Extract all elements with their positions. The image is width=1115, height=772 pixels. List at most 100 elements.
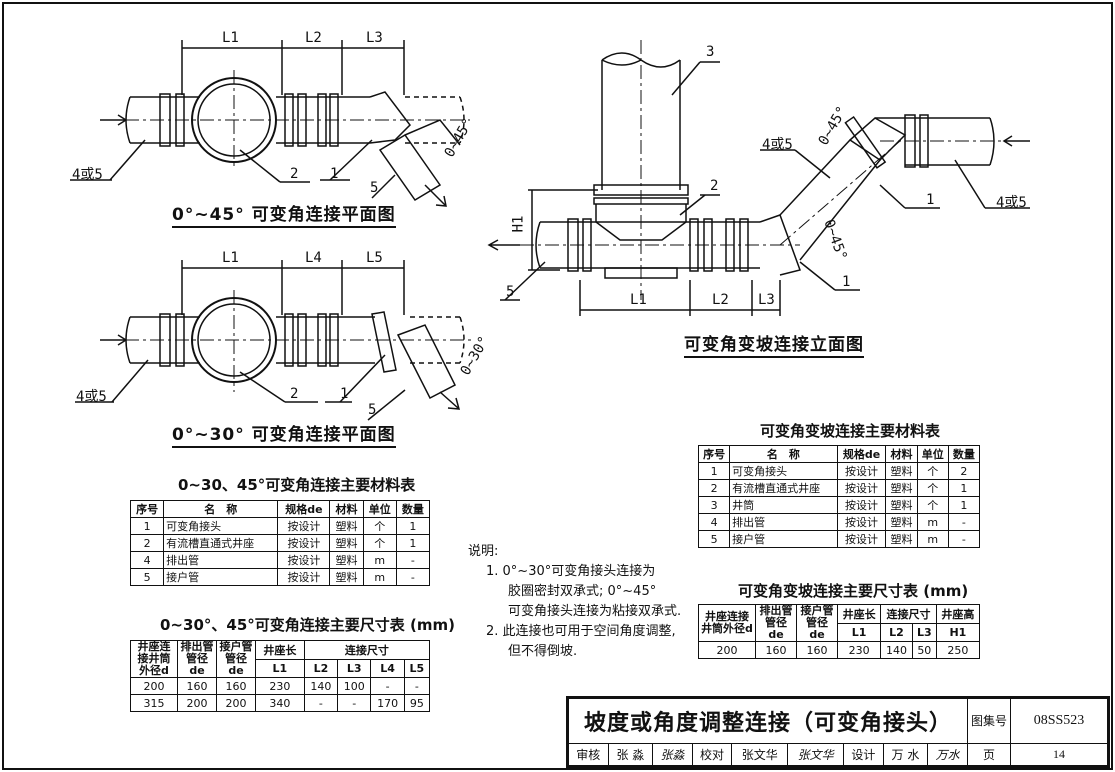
cell: 340 xyxy=(255,694,305,712)
cell: 塑料 xyxy=(885,513,918,531)
label-2-45: 2 xyxy=(290,166,299,182)
table-row: 315 200 200 340 - - 170 95 xyxy=(130,694,431,712)
cell: - xyxy=(370,677,405,695)
table-row: 1 可变角接头 按设计 塑料 个 2 xyxy=(697,462,981,480)
label-4or5-elev-left: 4或5 xyxy=(762,137,793,153)
dim-l1-45: L1 xyxy=(222,30,239,46)
table-row: 4 排出管 按设计 塑料 m - xyxy=(129,551,431,569)
label-5-elev: 5 xyxy=(506,284,515,300)
cell: - xyxy=(947,530,981,548)
col-header: 井座长 xyxy=(836,604,882,624)
cell: 100 xyxy=(337,677,372,695)
dim-l1-elev: L1 xyxy=(630,292,647,308)
col-header: 材料 xyxy=(329,500,364,518)
cell: 塑料 xyxy=(885,479,918,497)
elev-dimension-table-caption: 可变角变坡连接主要尺寸表 (mm) xyxy=(738,582,969,600)
col-header: 规格de xyxy=(836,445,887,463)
check-name: 张文华 xyxy=(731,742,789,767)
cell: - xyxy=(403,677,431,695)
cell: 1 xyxy=(395,517,431,535)
cell: 排出管 xyxy=(163,551,279,569)
cell: 按设计 xyxy=(836,513,887,531)
note-2b: 但不得倒坡. xyxy=(508,644,578,659)
dim-l2-elev: L2 xyxy=(712,292,729,308)
cell: - xyxy=(303,694,339,712)
cell: 个 xyxy=(362,534,397,552)
col-header: 单位 xyxy=(916,445,949,463)
small-dimension-table: 井座连接井筒外径d 排出管管径de 接户管管径de 井座长 连接尺寸 L1 L2… xyxy=(130,640,431,712)
label-1-45: 1 xyxy=(330,166,339,182)
col-header: 接户管管径de xyxy=(216,640,256,678)
cell: 160 xyxy=(216,677,256,695)
col-header: 名 称 xyxy=(163,500,279,518)
table-row: 200 160 160 230 140 50 250 xyxy=(698,641,981,659)
review-name: 张 淼 xyxy=(607,742,654,767)
table-row: 200 160 160 230 140 100 - - xyxy=(130,677,431,695)
cell: 200 xyxy=(130,677,178,695)
cell: 2 xyxy=(129,534,165,552)
label-4or5-30: 4或5 xyxy=(76,389,107,405)
cell: 230 xyxy=(255,677,305,695)
note-1b: 胶圈密封双承式; 0°~45° xyxy=(508,584,657,599)
note-1c: 可变角接头连接为粘接双承式. xyxy=(508,604,682,619)
col-header: 序号 xyxy=(129,500,165,518)
cell: 170 xyxy=(370,694,405,712)
table-row: 2 有流槽直通式井座 按设计 塑料 个 1 xyxy=(129,534,431,552)
col-header: 井座高 xyxy=(935,604,981,624)
dim-h1-elev: H1 xyxy=(510,215,527,233)
elev-dimension-table: 井座连接井筒外径d 排出管管径de 接户管管径de 井座长 连接尺寸 井座高 L… xyxy=(698,604,981,659)
cell: 塑料 xyxy=(885,530,918,548)
cell: 有流槽直通式井座 xyxy=(729,479,838,497)
col-subheader: L3 xyxy=(911,622,937,642)
table-row: 4 排出管 按设计 塑料 m - xyxy=(697,513,981,531)
col-header: 数量 xyxy=(947,445,981,463)
col-header: 序号 xyxy=(697,445,731,463)
cell: 230 xyxy=(836,641,882,659)
col-subheader: L2 xyxy=(303,658,339,678)
cell: 可变角接头 xyxy=(163,517,279,535)
design-signature: 万水 xyxy=(927,742,968,767)
dim-l3-45: L3 xyxy=(366,30,383,46)
cell: 200 xyxy=(177,694,217,712)
table-row: 2 有流槽直通式井座 按设计 塑料 个 1 xyxy=(697,479,981,497)
cell: 塑料 xyxy=(329,568,364,586)
cell: 按设计 xyxy=(836,496,887,514)
check-signature: 张文华 xyxy=(787,742,845,767)
col-header: 连接尺寸 xyxy=(880,604,937,624)
small-dimension-table-caption: 0~30°、45°可变角连接主要尺寸表 (mm) xyxy=(160,616,455,634)
cell: 5 xyxy=(129,568,165,586)
cell: 200 xyxy=(698,641,756,659)
table-row: 1 可变角接头 按设计 塑料 个 1 xyxy=(129,517,431,535)
page-label: 页 xyxy=(967,742,1011,767)
cell: 接户管 xyxy=(163,568,279,586)
plan-30-title: 0°~30° 可变角连接平面图 xyxy=(172,420,396,448)
label-5-45: 5 xyxy=(370,180,379,196)
cell: 1 xyxy=(697,462,731,480)
cell: 200 xyxy=(216,694,256,712)
label-3-elev: 3 xyxy=(706,44,715,60)
col-header: 排出管管径de xyxy=(177,640,217,678)
cell: 可变角接头 xyxy=(729,462,838,480)
col-subheader: L1 xyxy=(255,658,305,678)
cell: 个 xyxy=(916,462,949,480)
page-number: 14 xyxy=(1010,742,1108,767)
cell: - xyxy=(337,694,372,712)
cell: 排出管 xyxy=(729,513,838,531)
cell: m xyxy=(916,513,949,531)
cell: 按设计 xyxy=(277,551,331,569)
label-2-30: 2 xyxy=(290,386,299,402)
cell: - xyxy=(395,551,431,569)
dim-l5-30: L5 xyxy=(366,250,383,266)
drawing-title: 坡度或角度调整连接（可变角接头） xyxy=(568,698,968,744)
check-label: 校对 xyxy=(691,742,733,767)
notes: 说明: 1. 0°~30°可变角接头连接为 胶圈密封双承式; 0°~45° 可变… xyxy=(468,542,681,662)
cell: 2 xyxy=(947,462,981,480)
cell: 按设计 xyxy=(277,534,331,552)
cell: 1 xyxy=(947,496,981,514)
cell: 有流槽直通式井座 xyxy=(163,534,279,552)
cell: 个 xyxy=(362,517,397,535)
cell: 塑料 xyxy=(329,551,364,569)
cell: m xyxy=(362,568,397,586)
